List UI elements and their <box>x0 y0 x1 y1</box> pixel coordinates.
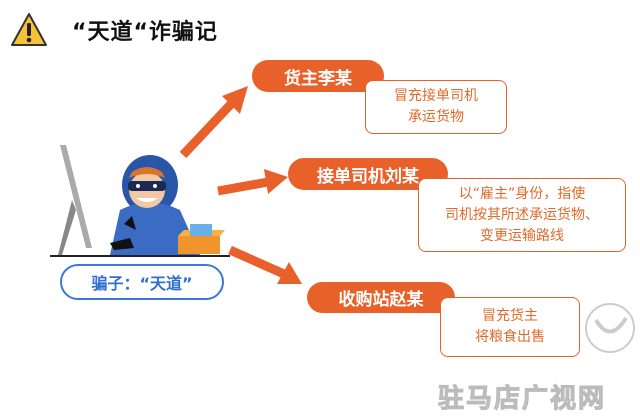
desc-line: 冒充货主 <box>482 308 538 324</box>
monitor <box>60 145 92 248</box>
desc-line: 司机按其所述承运货物、 <box>445 206 599 223</box>
mask <box>128 181 166 191</box>
arrow-to-node-2 <box>217 169 288 196</box>
desc-line: 冒充接单司机 <box>394 88 478 104</box>
node-2-desc: 以“雇主”身份，指使 司机按其所述承运货物、 变更运输路线 <box>418 178 626 252</box>
desc-line: 将粮食出售 <box>475 329 545 345</box>
hoodie-body <box>110 202 200 255</box>
box-icon <box>178 236 220 254</box>
warning-icon <box>11 13 47 46</box>
page-title: “天道“诈骗记 <box>72 20 218 45</box>
node-3-desc: 冒充货主 将粮食出售 <box>440 297 580 357</box>
desc-line: 承运货物 <box>408 109 464 125</box>
scammer-label: 骗子：“天道” <box>60 264 224 300</box>
node-3-pill: 收购站赵某 <box>307 282 455 313</box>
desc-line: 变更运输路线 <box>480 227 564 244</box>
glove-hand <box>124 216 136 230</box>
node-1-desc: 冒充接单司机 承运货物 <box>365 80 507 134</box>
watermark-logo-icon <box>585 303 635 353</box>
node-1-pill: 货主李某 <box>252 60 384 92</box>
arrow-to-node-1 <box>179 86 248 159</box>
watermark: 驻马店广视网 <box>437 384 607 415</box>
arrow-to-node-3 <box>228 245 302 284</box>
desc-line: 以“雇主”身份，指使 <box>458 185 586 202</box>
hacker-illustration <box>50 145 230 257</box>
